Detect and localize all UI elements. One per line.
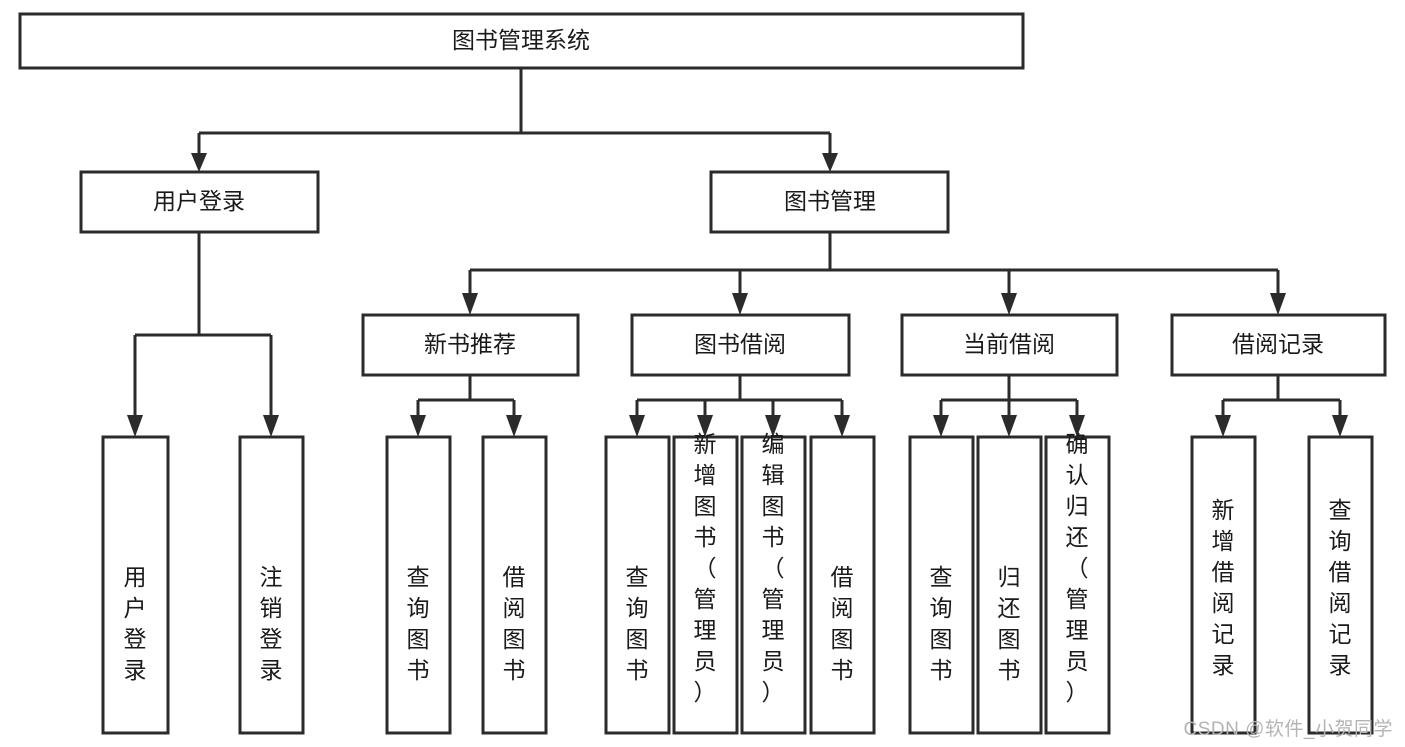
connector-bookmgmt-to-level3 [462,232,1286,315]
leaf-borrow-edit-book-label: 编辑图书（管理员） [762,431,785,705]
node-user-login-box[interactable] [79,170,320,234]
leaf-borrow-borrow-book-box[interactable] [809,435,876,735]
leaf-logout-box[interactable] [238,435,305,735]
leaf-borrow-add-book-label: 新增图书（管理员） [694,431,717,705]
node-root-label: 图书管理系统 [452,27,590,53]
connector-currentborrow-to-leaves [933,375,1085,437]
leaf-borrow-add-book[interactable]: 新增图书（管理员） [672,431,739,735]
leaf-user-login-label: 用户登录 [124,564,147,683]
node-book-borrow-box[interactable] [630,313,851,377]
leaf-record-add[interactable]: 新增借阅记录 [1190,435,1257,735]
leaf-current-query-book[interactable]: 查询图书 [908,435,975,735]
leaf-logout[interactable]: 注销登录 [238,435,305,735]
node-book-management-label: 图书管理 [784,188,876,214]
connector-bookborrow-to-leaves [629,375,850,437]
node-book-borrow[interactable]: 图书借阅 [630,313,851,377]
leaf-current-return-book[interactable]: 归还图书 [976,435,1043,735]
leaf-newbook-borrow-book-box[interactable] [481,435,548,735]
node-user-login-label: 用户登录 [153,188,245,214]
node-book-management-box[interactable] [709,170,950,234]
node-user-login[interactable]: 用户登录 [79,170,320,234]
node-current-borrow-box[interactable] [900,313,1119,377]
leaf-borrow-add-book-box[interactable] [672,435,739,735]
leaf-newbook-query-book[interactable]: 查询图书 [385,435,452,735]
leaf-newbook-borrow-book-label: 借阅图书 [503,564,526,683]
leaf-user-login[interactable]: 用户登录 [101,435,170,735]
node-new-book-recommend[interactable]: 新书推荐 [361,313,580,377]
node-root-box[interactable] [18,12,1025,70]
leaf-current-confirm-return-box[interactable] [1044,435,1111,735]
leaf-borrow-query-book-box[interactable] [604,435,671,735]
leaf-newbook-borrow-book[interactable]: 借阅图书 [481,435,548,735]
connector-borrowrecord-to-leaves [1215,375,1348,437]
node-current-borrow-label: 当前借阅 [963,331,1055,357]
leaf-borrow-edit-book-box[interactable] [740,435,807,735]
node-borrow-record[interactable]: 借阅记录 [1170,313,1387,377]
node-book-borrow-label: 图书借阅 [694,331,786,357]
node-new-book-recommend-label: 新书推荐 [424,331,516,357]
connector-root-to-level2 [191,68,838,172]
leaf-logout-label: 注销登录 [260,564,283,683]
connector-layer [127,68,1348,437]
leaf-current-query-book-label: 查询图书 [930,564,953,683]
leaf-borrow-query-book[interactable]: 查询图书 [604,435,671,735]
connector-newbook-to-leaves [410,375,522,437]
node-borrow-record-label: 借阅记录 [1232,331,1324,357]
leaf-record-add-label: 新增借阅记录 [1212,497,1235,678]
leaf-record-query[interactable]: 查询借阅记录 [1307,435,1374,735]
node-current-borrow[interactable]: 当前借阅 [900,313,1119,377]
leaf-record-add-box[interactable] [1190,435,1257,735]
node-root[interactable]: 图书管理系统 [18,12,1025,70]
leaf-current-confirm-return[interactable]: 确认归还（管理员） [1044,431,1111,735]
leaf-current-query-book-box[interactable] [908,435,975,735]
leaf-borrow-borrow-book-label: 借阅图书 [831,564,854,683]
node-borrow-record-box[interactable] [1170,313,1387,377]
node-new-book-recommend-box[interactable] [361,313,580,377]
leaf-newbook-query-book-label: 查询图书 [407,564,430,683]
leaf-record-query-box[interactable] [1307,435,1374,735]
leaf-current-return-book-label: 归还图书 [998,564,1021,683]
leaf-current-confirm-return-label: 确认归还（管理员） [1066,431,1089,705]
leaf-borrow-edit-book[interactable]: 编辑图书（管理员） [740,431,807,735]
leaf-newbook-query-book-box[interactable] [385,435,452,735]
leaf-user-login-box[interactable] [101,435,170,735]
leaf-record-query-label: 查询借阅记录 [1329,497,1352,678]
connector-userlogin-to-leaves [127,232,279,437]
node-book-management[interactable]: 图书管理 [709,170,950,234]
leaf-borrow-query-book-label: 查询图书 [626,564,649,683]
leaf-borrow-borrow-book[interactable]: 借阅图书 [809,435,876,735]
leaf-current-return-book-box[interactable] [976,435,1043,735]
